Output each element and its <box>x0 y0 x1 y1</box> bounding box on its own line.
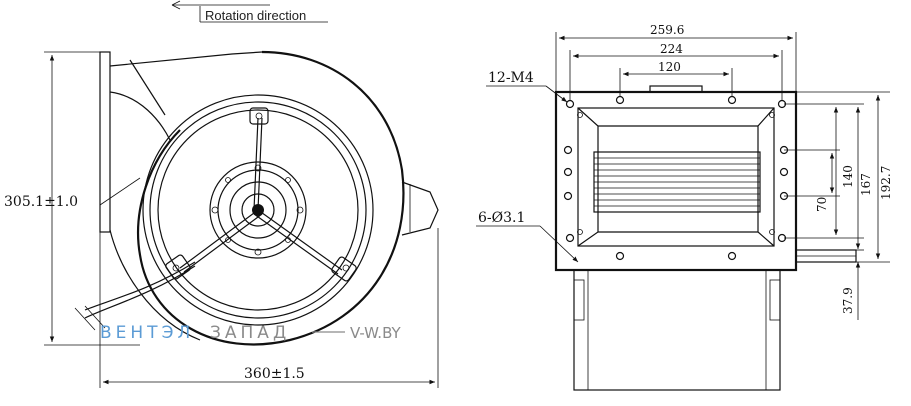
rotation-label: Rotation direction <box>205 8 306 23</box>
hole-callout: 6-Ø3.1 <box>478 210 525 226</box>
mounting-holes <box>563 95 789 261</box>
outlet-flange <box>99 51 111 233</box>
dim-140: 140 <box>841 165 855 188</box>
rotor-outer <box>209 161 307 259</box>
impeller-blades <box>593 151 761 213</box>
watermark-brand-part1: ВЕНТЭЛ <box>100 323 194 343</box>
scroll-housing <box>137 50 405 346</box>
fan-side-view <box>74 50 439 346</box>
watermark-site: V-W.BY <box>350 324 402 342</box>
front-view <box>554 85 857 391</box>
height-dimension: 305.1±1.0 <box>4 194 78 210</box>
left-view-dimensions: 305.1±1.0 360±1.5 <box>4 51 439 388</box>
dim-167: 167 <box>859 173 873 196</box>
outlet-opening <box>577 107 775 247</box>
front-view-dimensions: 259.6 224 120 12-M4 6-Ø3.1 70 140 167 <box>476 23 893 320</box>
shaft-hub <box>241 193 275 227</box>
dim-192-7: 192.7 <box>879 166 893 200</box>
watermark-brand-part2: ЗАПАД <box>210 323 290 343</box>
motor-housing <box>573 269 781 391</box>
dim-70: 70 <box>815 197 829 212</box>
impeller-ring <box>142 94 374 326</box>
hole-span-dimension: 224 <box>660 42 683 56</box>
rotation-indicator: Rotation direction <box>171 0 328 23</box>
thread-callout: 12-M4 <box>488 70 534 86</box>
watermark: ВЕНТЭЛ ЗАПАД V-W.BY <box>100 323 402 343</box>
width-dimension: 360±1.5 <box>244 366 305 382</box>
inner-span-dimension: 120 <box>658 60 681 74</box>
dim-37-9: 37.9 <box>841 287 855 314</box>
overall-width-dimension: 259.6 <box>650 23 684 37</box>
